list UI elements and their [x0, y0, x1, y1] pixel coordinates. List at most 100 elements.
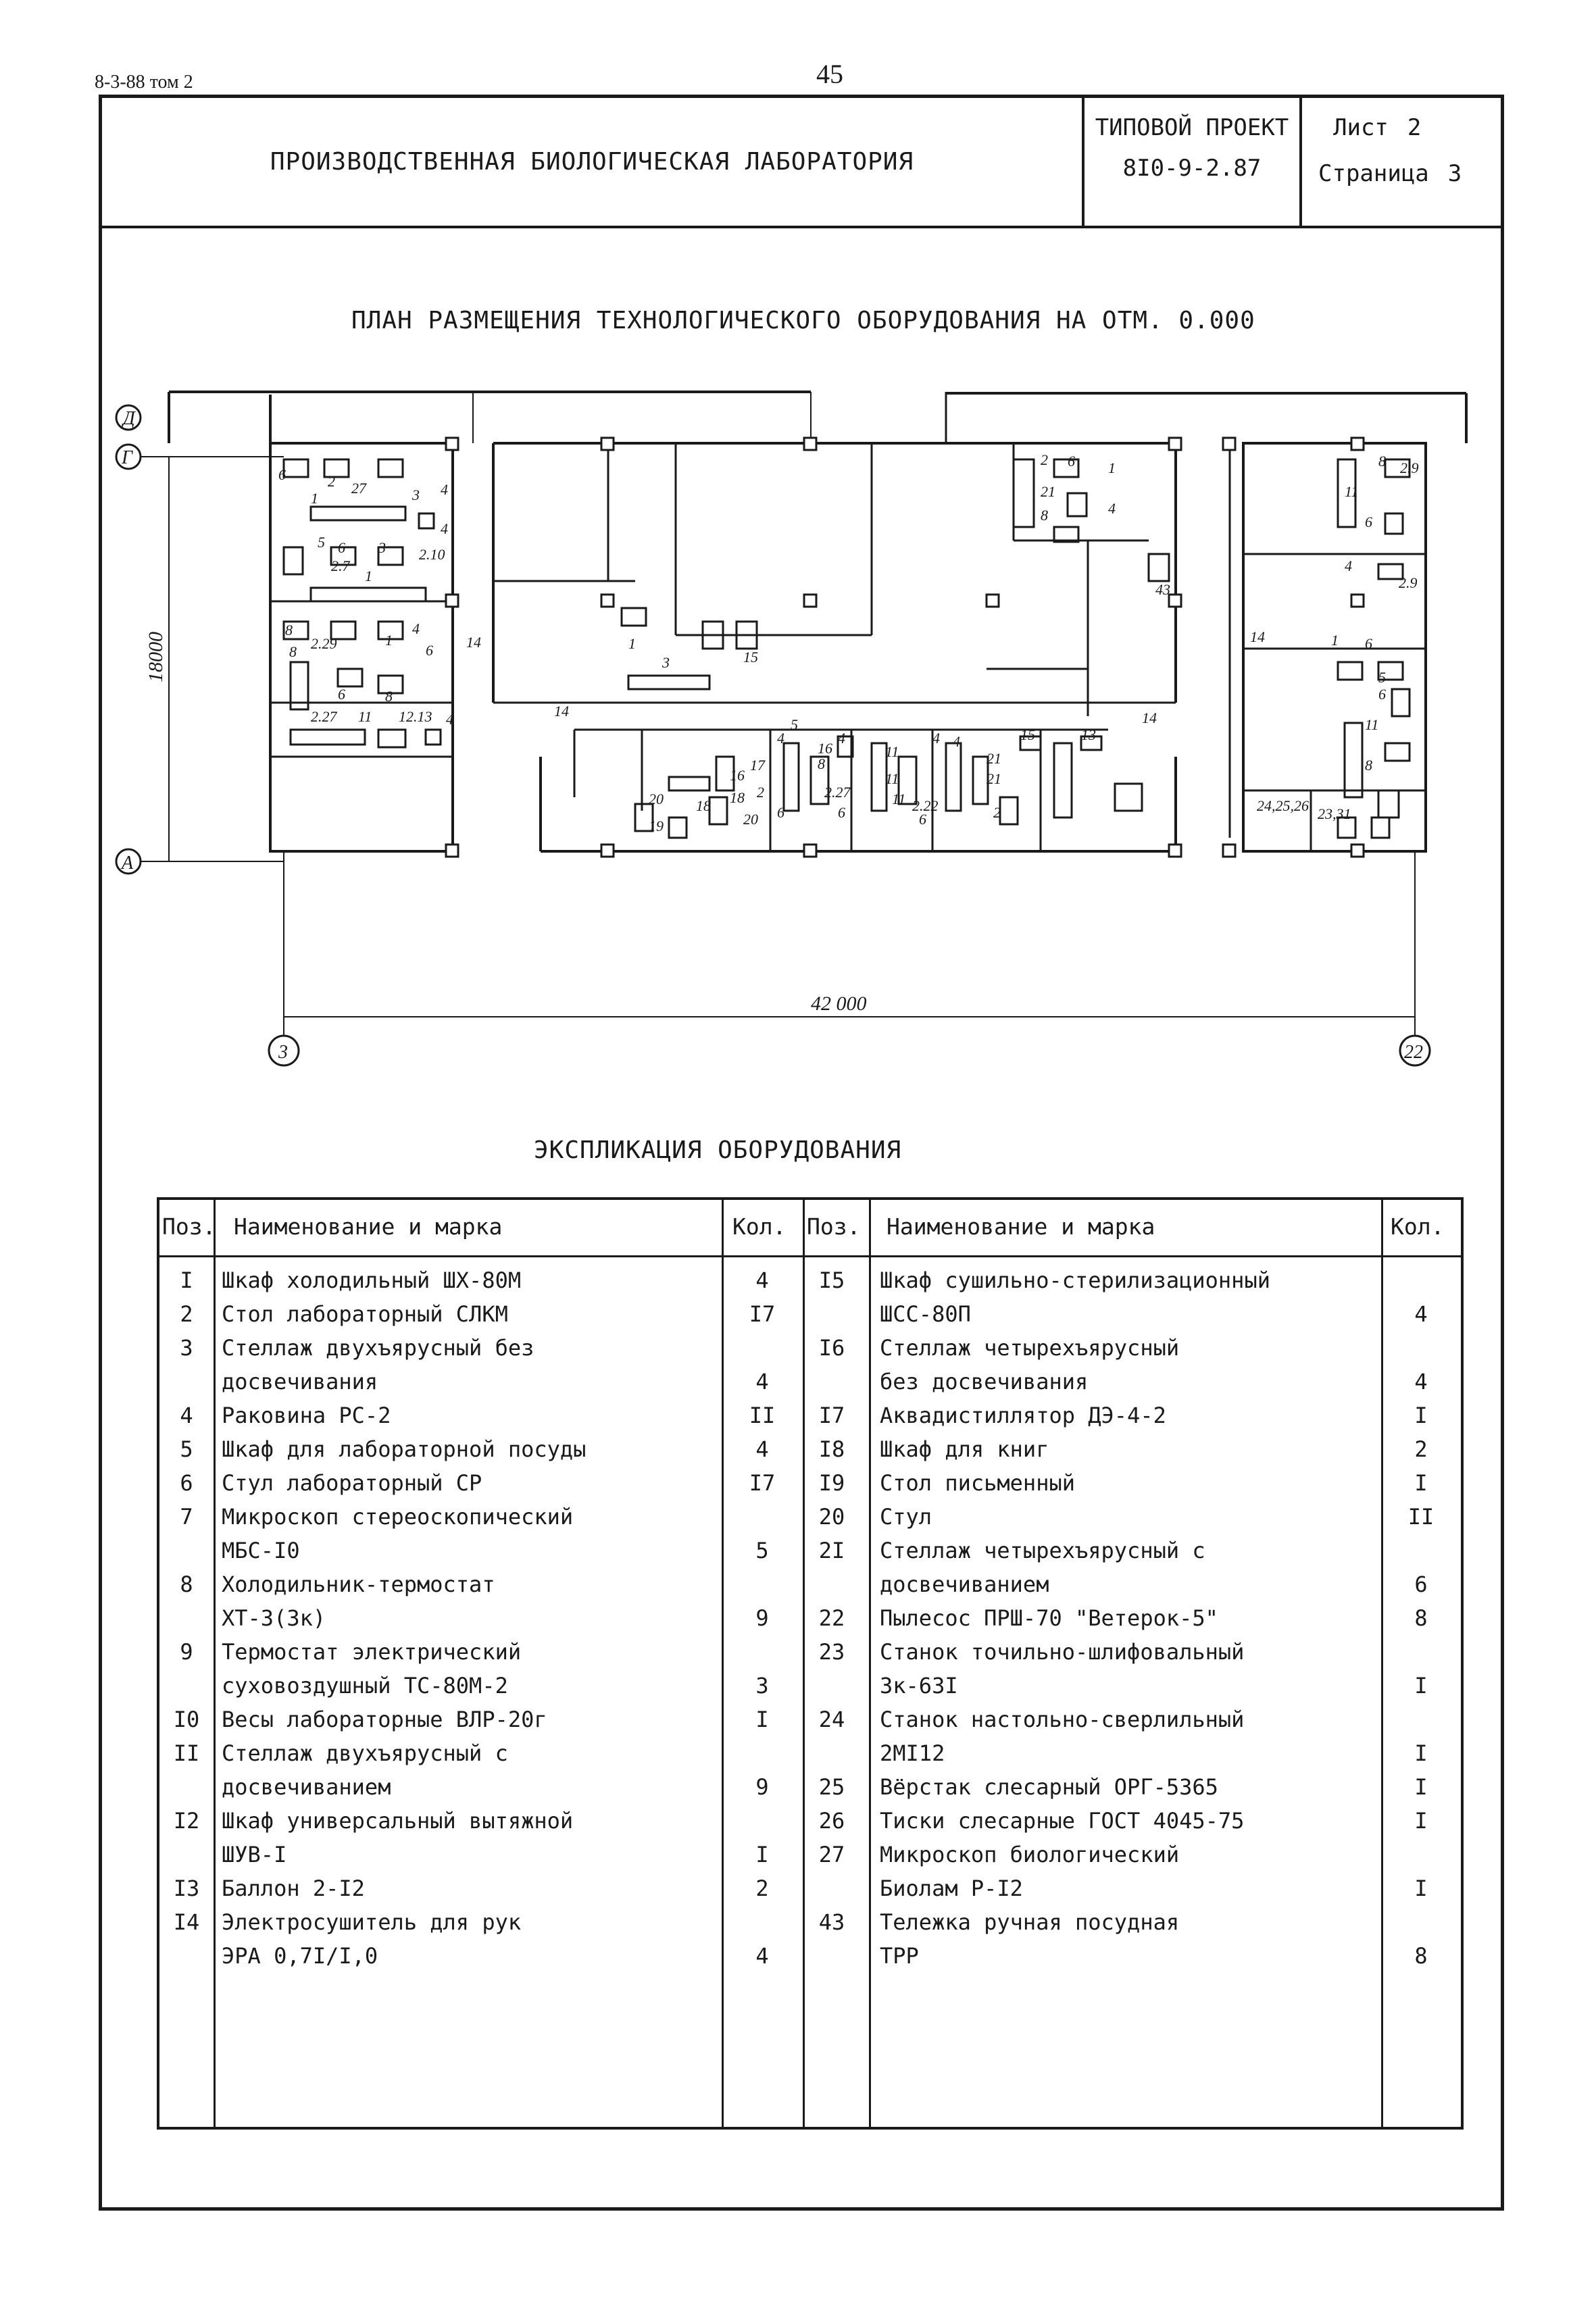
plan-label: 4	[446, 711, 453, 728]
project-number: 8I0-9-2.87	[1122, 155, 1262, 182]
plan-label: 4	[441, 481, 448, 498]
plan-label: 13	[1081, 726, 1096, 743]
plan-label: 8	[289, 643, 297, 660]
table-cell-name: Раковина РС-2	[222, 1403, 391, 1428]
header-qty-right: Кол.	[1391, 1213, 1445, 1240]
plan-label: 2.7	[331, 557, 351, 574]
plan-label: 19	[649, 818, 664, 834]
table-cell-name: суховоздушный ТС-80М-2	[222, 1673, 508, 1699]
table-cell-name: Стеллаж двухъярусный без	[222, 1335, 534, 1361]
table-cell-qty: I	[1414, 1876, 1428, 1901]
plan-label: 6	[919, 811, 926, 828]
table-cell-qty: 2	[755, 1876, 769, 1901]
table-cell-name: Станок настольно-сверлильный	[880, 1707, 1245, 1732]
table-cell-pos: 3	[180, 1335, 193, 1361]
plan-label: 1	[628, 635, 636, 652]
table-cell-qty: I	[755, 1707, 769, 1732]
table-cell-pos: I3	[173, 1876, 200, 1901]
table-cell-name: досвечиванием	[880, 1571, 1049, 1597]
table-cell-pos: 9	[180, 1639, 193, 1665]
table-cell-name: Шкаф сушильно-стерилизационный	[880, 1267, 1270, 1293]
plan-label: 2	[1041, 451, 1048, 468]
lab-title: ПРОИЗВОДСТВЕННАЯ БИОЛОГИЧЕСКАЯ ЛАБОРАТОР…	[270, 148, 914, 176]
header-name-right: Наименование и марка	[887, 1213, 1155, 1240]
table-cell-pos: 43	[818, 1909, 845, 1935]
axis-22-label: 22	[1404, 1042, 1423, 1063]
table-cell-pos: 7	[180, 1504, 193, 1530]
plan-label: 2.27	[311, 708, 338, 725]
plan-label: 8	[1365, 757, 1372, 774]
table-cell-name: ТРР	[880, 1943, 919, 1969]
table-cell-qty: I	[1414, 1740, 1428, 1766]
table-cell-pos: 2I	[818, 1538, 845, 1563]
table-cell-qty: I	[755, 1842, 769, 1867]
plan-label: 20	[649, 790, 664, 807]
plan-label: 4	[777, 730, 784, 747]
table-cell-qty: I	[1414, 1774, 1428, 1800]
table-cell-pos: I	[180, 1267, 193, 1293]
page-value: 3	[1447, 160, 1462, 187]
table-cell-qty: 8	[1414, 1605, 1428, 1631]
plan-label: 4	[838, 730, 845, 747]
table-cell-pos: 24	[818, 1707, 845, 1732]
table-cell-name: Стеллаж двухъярусный с	[222, 1740, 508, 1766]
plan-label: 43	[1155, 581, 1170, 598]
header-qty-left: Кол.	[732, 1213, 787, 1240]
plan-label: 20	[743, 811, 758, 828]
table-cell-qty: I7	[749, 1301, 776, 1327]
plan-label: 23,31	[1318, 805, 1351, 822]
table-cell-name: досвечиванием	[222, 1774, 391, 1800]
table-cell-pos: II	[173, 1740, 200, 1766]
table-cell-qty: 6	[1414, 1571, 1428, 1597]
plan-label: 21	[1041, 483, 1055, 500]
table-cell-qty: I7	[749, 1470, 776, 1496]
table-cell-pos: I6	[818, 1335, 845, 1361]
table-cell-pos: 20	[818, 1504, 845, 1530]
table-cell-name: Холодильник-термостат	[222, 1571, 495, 1597]
plan-walls	[168, 391, 1468, 853]
table-cell-name: Стол лабораторный СЛКМ	[222, 1301, 508, 1327]
plan-label: 14	[554, 703, 569, 720]
plan-label: 14	[466, 634, 481, 651]
plan-label: 11	[885, 743, 899, 760]
table-cell-pos: 23	[818, 1639, 845, 1665]
plan-label: 2	[757, 784, 764, 801]
table-cell-name: Шкаф холодильный ШХ-80М	[222, 1267, 522, 1293]
dimension-horizontal: 42 000	[811, 992, 867, 1015]
sheet-frame	[99, 227, 1504, 2211]
plan-label: 6	[1068, 453, 1075, 470]
plan-label: 11	[885, 770, 899, 787]
plan-label: 6	[1365, 635, 1372, 652]
table-cell-name: 3к-63I	[880, 1673, 958, 1699]
table-cell-pos: 2	[180, 1301, 193, 1327]
table-cell-name: ХТ-3(3к)	[222, 1605, 326, 1631]
table-cell-name: Шкаф для книг	[880, 1436, 1049, 1462]
plan-label: 21	[987, 770, 1001, 787]
plan-label: 2	[328, 473, 335, 490]
project-label: ТИПОВОЙ ПРОЕКТ	[1095, 114, 1289, 141]
axis-3-label: 3	[278, 1042, 288, 1063]
sheet-value: 2	[1407, 114, 1422, 141]
axis-a-label: А	[120, 853, 134, 874]
table-cell-name: Аквадистиллятор ДЭ-4-2	[880, 1403, 1166, 1428]
plan-title: ПЛАН РАЗМЕЩЕНИЯ ТЕХНОЛОГИЧЕСКОГО ОБОРУДО…	[351, 307, 1255, 334]
plan-label: 14	[1142, 709, 1157, 726]
plan-label: 2.10	[419, 546, 445, 563]
plan-label: 1	[311, 490, 318, 507]
header-pos-left: Поз.	[162, 1213, 216, 1240]
dimension-vertical: 18000	[145, 632, 167, 682]
table-cell-name: Стол письменный	[880, 1470, 1075, 1496]
plan-label: 1	[1331, 632, 1339, 649]
plan-label: 6	[1365, 513, 1372, 530]
table-cell-name: Весы лабораторные ВЛР-20г	[222, 1707, 547, 1732]
plan-label: 3	[662, 654, 670, 671]
table-cell-name: Термостат электрический	[222, 1639, 522, 1665]
title-block: ПРОИЗВОДСТВЕННАЯ БИОЛОГИЧЕСКАЯ ЛАБОРАТОР…	[99, 95, 1504, 228]
table-cell-name: Стеллаж четырехъярусный с	[880, 1538, 1205, 1563]
plan-label: 1	[1108, 459, 1116, 476]
plan-label: 6	[338, 539, 345, 556]
table-cell-name: Шкаф для лабораторной посуды	[222, 1436, 587, 1462]
table-cell-name: ШУВ-I	[222, 1842, 287, 1867]
table-cell-qty: 4	[1414, 1369, 1428, 1394]
